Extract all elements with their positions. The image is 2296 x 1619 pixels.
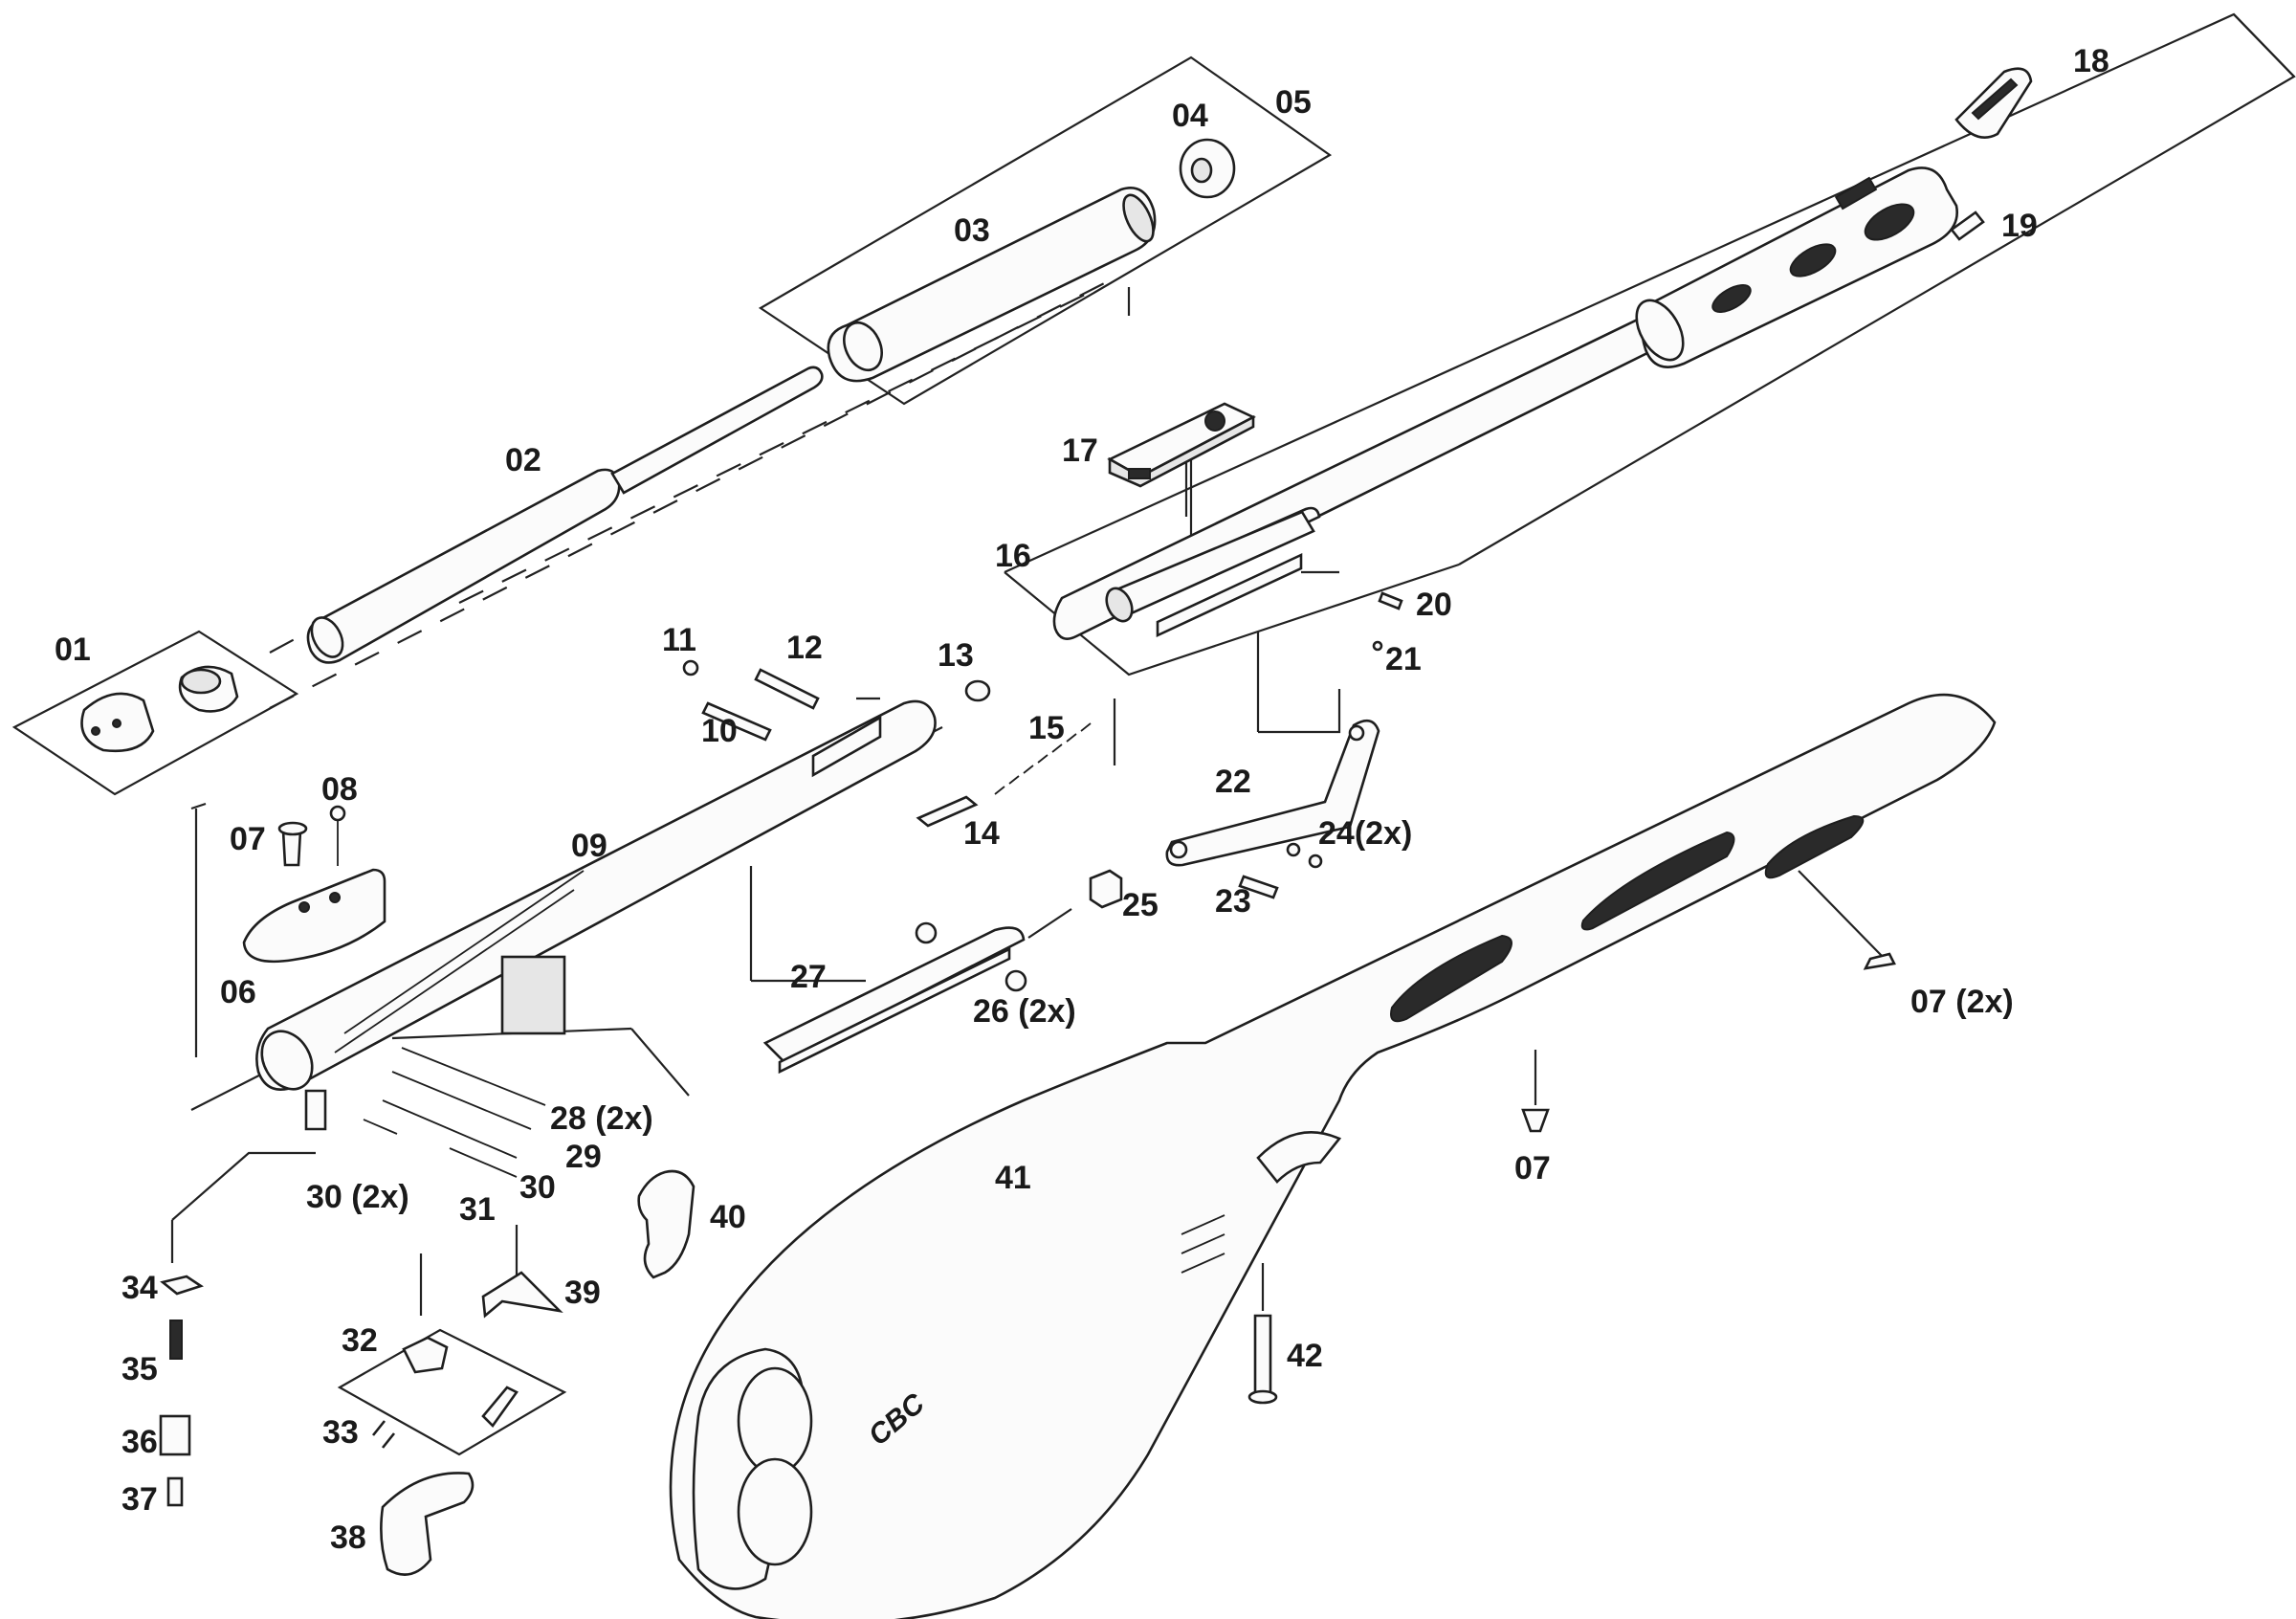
callout-17: 17 (1062, 432, 1098, 469)
callout-14: 14 (963, 815, 1000, 852)
callout-30b: 30 (519, 1169, 556, 1206)
callout-31: 31 (459, 1191, 496, 1228)
part-17-rear-sight (1107, 402, 1256, 488)
part-20-21-pins (1372, 591, 1403, 652)
callout-42: 42 (1287, 1338, 1323, 1374)
callout-37: 37 (121, 1481, 158, 1518)
part-32-38-small (159, 1275, 519, 1576)
callout-33: 33 (322, 1414, 359, 1451)
callout-23: 23 (1215, 883, 1251, 920)
callout-06: 06 (220, 974, 256, 1010)
part-04-washer (1179, 138, 1236, 199)
callout-18: 18 (2073, 43, 2109, 79)
callout-04: 04 (1172, 98, 1208, 134)
callout-labels: 01 02 03 04 05 06 07 08 09 10 11 12 13 1… (55, 43, 2109, 1556)
part-26-27-lever (762, 921, 1027, 1075)
callout-34: 34 (121, 1270, 158, 1306)
callout-38: 38 (330, 1519, 366, 1556)
callout-35: 35 (121, 1351, 158, 1387)
part-40-trigger (637, 1169, 695, 1279)
callout-09: 09 (571, 828, 607, 864)
part-25-block (1089, 869, 1123, 909)
callout-11: 11 (662, 622, 696, 658)
part-28-31-rods (363, 1047, 546, 1178)
part-41-stock (669, 693, 1997, 1619)
callout-21: 21 (1385, 641, 1422, 677)
callout-36: 36 (121, 1424, 158, 1460)
part-06-08-end-plug (242, 805, 386, 964)
callout-15: 15 (1028, 710, 1065, 746)
part-03-cylinder (827, 187, 1157, 383)
part-07-42-screws (1247, 952, 1896, 1405)
part-39-spring (481, 1271, 563, 1319)
callout-32: 32 (342, 1322, 378, 1359)
part-14-15-spring (916, 722, 1092, 828)
callout-01: 01 (55, 632, 91, 668)
callout-16: 16 (995, 538, 1031, 574)
callout-02: 02 (505, 442, 541, 478)
callout-26: 26 (2x) (973, 993, 1076, 1030)
part-01-end-caps (80, 665, 239, 753)
part-16-breech (1105, 506, 1321, 638)
callout-07-2x: 07 (2x) (1910, 984, 2014, 1020)
callout-13: 13 (938, 637, 974, 674)
part-09-receiver (255, 699, 937, 1131)
callout-27: 27 (790, 959, 827, 995)
callout-19: 19 (2001, 208, 2038, 244)
part-22-24-linkage (1165, 719, 1380, 899)
callout-10: 10 (701, 713, 738, 749)
callout-40: 40 (710, 1199, 746, 1235)
callout-39: 39 (564, 1275, 601, 1311)
callout-29: 29 (565, 1139, 602, 1175)
callout-41: 41 (995, 1160, 1031, 1196)
callout-07-lower: 07 (1514, 1150, 1551, 1187)
callout-12: 12 (786, 630, 823, 666)
callout-03: 03 (954, 212, 990, 249)
callout-24: 24(2x) (1318, 815, 1412, 852)
part-02-tube (306, 366, 824, 664)
callout-25: 25 (1122, 887, 1159, 923)
callout-30a: 30 (2x) (306, 1179, 409, 1215)
callout-22: 22 (1215, 764, 1251, 800)
callout-28: 28 (2x) (550, 1100, 653, 1137)
callout-05: 05 (1275, 84, 1312, 121)
callout-20: 20 (1416, 587, 1452, 623)
callout-07: 07 (230, 821, 266, 857)
callout-08: 08 (321, 771, 358, 808)
part-10-13-pins (682, 659, 991, 742)
